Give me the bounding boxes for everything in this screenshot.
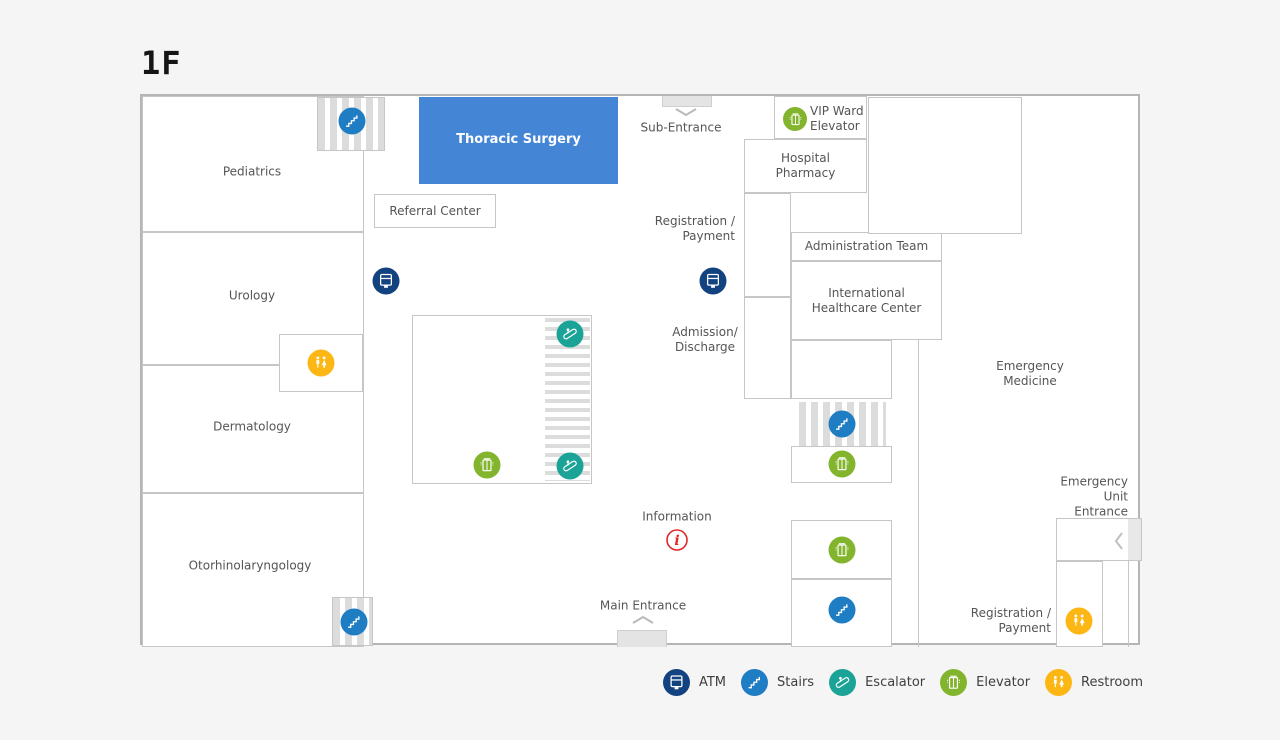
legend-item-atm: ATM	[662, 669, 727, 696]
emergency-unit-entrance-label: Emergency Unit Entrance	[1060, 474, 1128, 519]
room-otorhinolaryngology	[142, 493, 364, 647]
atm-icon	[662, 669, 690, 696]
elevator-icon	[828, 536, 856, 564]
room-referral-center: Referral Center	[374, 194, 496, 228]
stairs-icon	[338, 107, 366, 135]
registration-payment-label: Registration / Payment	[654, 214, 735, 243]
emergency-medicine-label: Emergency Medicine	[996, 359, 1064, 388]
main-entrance-marker	[617, 630, 667, 647]
legend-label: Elevator	[976, 675, 1031, 690]
room-international-healthcare-center: International Healthcare Center	[791, 261, 942, 340]
elevator-icon	[940, 669, 968, 696]
floor-plan: Pediatrics Urology Dermatology Otorhinol…	[140, 94, 1142, 647]
chevron-up-icon	[632, 615, 654, 624]
emergency-entrance-room	[1056, 518, 1142, 561]
stairs-icon	[828, 410, 856, 438]
room-urology-label: Urology	[228, 288, 276, 303]
sub-entrance-marker	[662, 96, 712, 107]
escalator-icon	[556, 320, 584, 348]
wall-line	[918, 339, 919, 647]
info-icon: i	[665, 528, 689, 552]
information-label: Information	[642, 509, 712, 524]
floor-title: 1F	[141, 44, 182, 82]
legend-item-elevator: Elevator	[940, 669, 1030, 696]
chevron-down-icon	[675, 108, 697, 117]
legend: ATM Stairs Escalator Elevator Restroom	[662, 669, 1143, 696]
emergency-entrance-marker	[1128, 519, 1141, 560]
room-unlabeled	[791, 340, 892, 399]
room-thoracic-surgery: Thoracic Surgery	[419, 97, 618, 184]
elevator-icon	[828, 450, 856, 478]
admission-discharge-label: Admission/ Discharge	[672, 325, 738, 354]
room-otorhinolaryngology-label: Otorhinolaryngology	[188, 558, 312, 573]
restroom-icon	[307, 349, 335, 377]
room-international-healthcare-center-label: International Healthcare Center	[811, 285, 922, 315]
stairs-icon	[741, 669, 769, 696]
main-entrance-label: Main Entrance	[599, 598, 687, 613]
legend-item-escalator: Escalator	[829, 669, 925, 696]
atm-icon	[372, 267, 400, 295]
room-hospital-pharmacy-label: Hospital Pharmacy	[775, 151, 836, 180]
chevron-left-icon	[1114, 532, 1123, 550]
elevator-icon	[783, 107, 807, 131]
room-pediatrics-label: Pediatrics	[222, 164, 282, 179]
legend-label: Stairs	[777, 675, 815, 690]
escalator-icon	[829, 669, 857, 696]
room-hospital-pharmacy: Hospital Pharmacy	[744, 139, 867, 193]
sub-entrance-label: Sub-Entrance	[640, 120, 722, 135]
room-referral-center-label: Referral Center	[389, 203, 481, 218]
room-thoracic-surgery-label: Thoracic Surgery	[456, 132, 581, 148]
restroom-icon	[1065, 607, 1093, 635]
room-dermatology-label: Dermatology	[213, 419, 291, 434]
room-administration-team-label: Administration Team	[804, 239, 929, 253]
legend-item-restroom: Restroom	[1045, 669, 1143, 696]
escalator-icon	[556, 452, 584, 480]
registration-payment-emergency-label: Registration / Payment	[970, 606, 1051, 635]
room-unlabeled	[744, 297, 791, 399]
stairs-icon	[828, 596, 856, 624]
atm-icon	[699, 267, 727, 295]
legend-item-stairs: Stairs	[741, 669, 814, 696]
legend-label: ATM	[698, 675, 727, 690]
room-unlabeled	[744, 193, 791, 297]
wall-line	[1128, 561, 1129, 647]
legend-label: Escalator	[865, 675, 926, 690]
room-administration-team: Administration Team	[791, 232, 942, 261]
elevator-icon	[473, 451, 501, 479]
stairs-icon	[340, 608, 368, 636]
vip-ward-elevator-label: VIP Ward Elevator	[810, 104, 864, 133]
svg-text:i: i	[674, 533, 679, 549]
room-unlabeled	[868, 97, 1022, 234]
legend-label: Restroom	[1081, 675, 1143, 690]
restroom-icon	[1045, 669, 1073, 696]
